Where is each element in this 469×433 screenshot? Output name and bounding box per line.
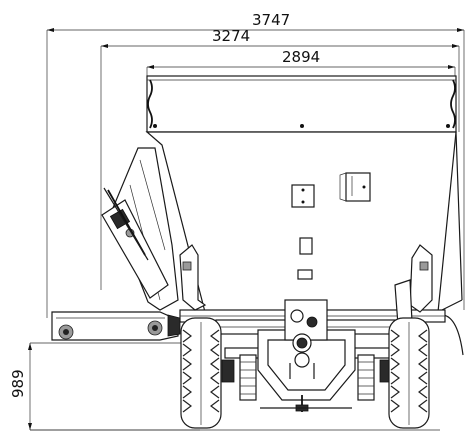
spring-housing-right [357,354,375,401]
arrow-bottom-989 [28,423,32,430]
pto-nut [306,316,318,328]
bracket-right [409,244,433,313]
dim-label-2894: 2894 [282,48,320,66]
hopper-rim-left-cap [147,79,153,129]
rivet [362,185,366,189]
gearbox-boss-center [296,337,308,349]
gearbox-inner [267,339,346,391]
gearbox-ribs [289,363,315,379]
conveyor-motor [109,208,131,230]
dim-label-989: 989 [9,369,27,398]
rivet [153,124,157,128]
tire-left-tread-outer [182,329,192,413]
arrow-left-2894 [147,65,154,69]
arrow-right-2894 [448,65,455,69]
tire-left-tread-inner [210,329,220,413]
hopper-body [145,75,464,356]
side-brackets [179,244,433,326]
rivet [446,124,450,128]
dimension-height: 989 [9,342,200,431]
rear-chassis [215,299,397,412]
arrow-right-3747 [457,28,464,32]
sight-window [299,237,313,255]
bracket-right-pin [419,261,429,271]
tire-right-tread-inner [418,329,428,413]
dim-label-3747: 3747 [252,11,290,29]
side-conveyor [51,147,181,341]
dim-label-3274: 3274 [212,27,250,45]
hopper-right-fender [442,314,464,356]
dimension-hopper-width: 2894 [146,48,456,80]
hatch-right [345,172,371,202]
arrow-top-989 [28,343,32,350]
spring-coils-left [240,361,256,395]
hatch-left [291,184,315,208]
hopper-rim [146,75,457,133]
pto-block [284,299,328,341]
hopper-rim-right-cap [450,79,456,129]
hatch-right-hinge [339,172,353,202]
dimension-overall-width: 3747 [46,11,465,318]
hydraulic-ram-outline [103,187,149,261]
suspension-left [239,354,257,401]
arrow-left-3274 [101,44,108,48]
rivet [301,188,305,192]
spring-housing-left [239,354,257,401]
tire-right [388,317,430,429]
spout-roller-left-hub [63,329,69,335]
tire-right-tread-outer [390,329,400,413]
spout-roller-right-hub [152,325,158,331]
suspension-right [357,354,375,401]
arrow-right-3274 [452,44,459,48]
gearbox-port [294,352,310,368]
hub-left [221,359,235,383]
arrow-left-3747 [47,28,54,32]
rivet [300,124,304,128]
spout-end-cap [167,314,181,337]
discharge-spout [51,311,179,341]
tire-left [180,317,222,429]
bracket-left [179,244,207,311]
dimension-body-width: 3274 [100,27,460,290]
spring-coils-right [358,361,374,395]
rivet [301,200,305,204]
pto-shaft [290,309,304,323]
light-slot [297,269,313,280]
bracket-left-pin [182,261,192,271]
